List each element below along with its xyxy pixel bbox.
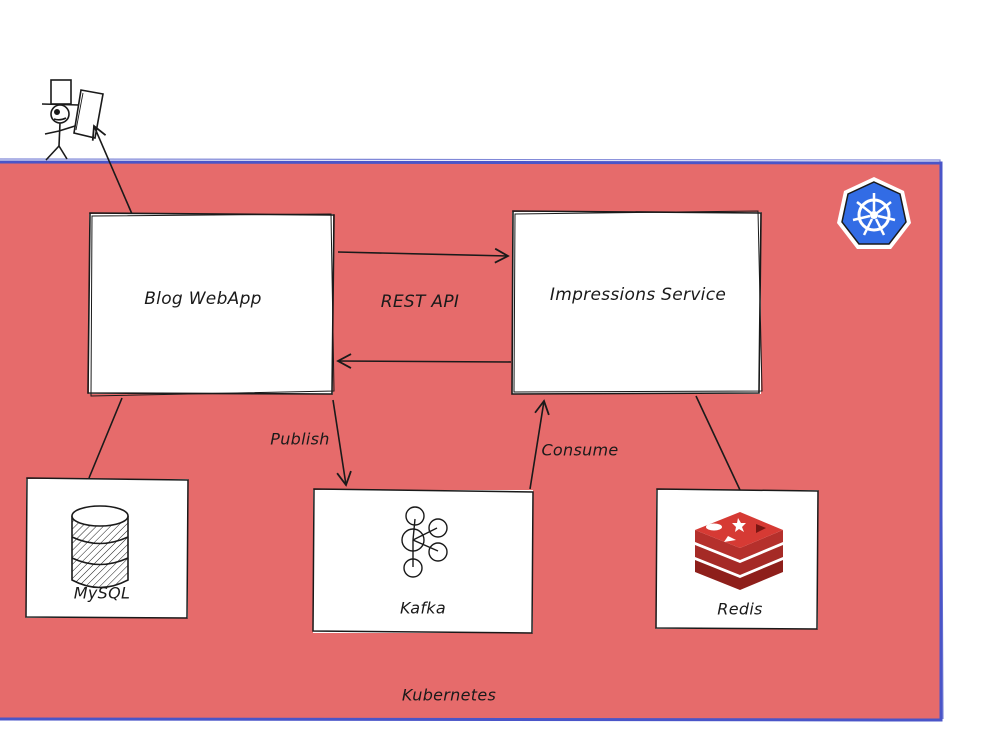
edge-blog-to-user xyxy=(91,124,133,215)
edge-blog-to-impressions xyxy=(337,247,510,264)
kafka-icon xyxy=(401,506,448,578)
user-with-phone-icon xyxy=(41,79,104,161)
impressions-service-label: Impressions Service xyxy=(549,285,727,305)
redis-box xyxy=(655,488,819,630)
impressions-service-box xyxy=(511,210,763,395)
edge-impressions-to-blog xyxy=(336,353,512,369)
edge-blog-publish-kafka xyxy=(332,399,352,487)
kafka-box xyxy=(312,488,534,634)
publish-label: Publish xyxy=(270,429,330,449)
edge-kafka-consume-impressions xyxy=(529,399,550,490)
database-icon xyxy=(71,505,129,589)
kubernetes-label: Kubernetes xyxy=(401,685,497,705)
kafka-label: Kafka xyxy=(400,598,446,618)
blog-webapp-box xyxy=(87,212,335,397)
blog-webapp-label: Blog WebApp xyxy=(144,289,262,309)
redis-icon xyxy=(695,512,783,590)
mysql-label: MySQL xyxy=(73,583,131,603)
kubernetes-icon xyxy=(837,177,911,249)
consume-label: Consume xyxy=(541,440,619,460)
rest-api-label: REST API xyxy=(380,292,460,312)
redis-label: Redis xyxy=(717,599,763,619)
edge-impressions-redis xyxy=(695,395,741,491)
edge-blog-mysql xyxy=(88,397,123,479)
